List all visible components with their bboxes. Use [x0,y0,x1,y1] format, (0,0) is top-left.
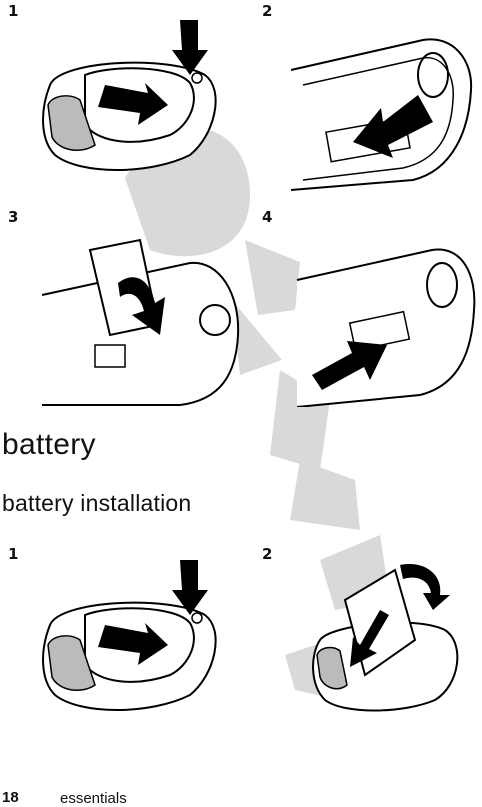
section-heading: battery [2,428,96,462]
section-name: essentials [60,790,127,807]
sim-figure-4-sim-insert [292,235,480,407]
sim-figure-3-sim-holder-lift [40,235,245,407]
step-number: 3 [8,208,18,226]
step-number: 2 [262,2,272,20]
step-number: 4 [262,208,272,226]
sim-figure-1-back-cover-release [30,15,230,185]
subsection-heading: battery installation [2,490,191,517]
sim-figure-2-sim-slide [283,30,479,195]
battery-figure-1-back-cover-release [30,555,230,725]
battery-figure-2-battery-insert [305,555,475,715]
page-number: 18 [2,789,19,806]
step-number: 1 [8,545,18,563]
step-number: 1 [8,2,18,20]
step-number: 2 [262,545,272,563]
